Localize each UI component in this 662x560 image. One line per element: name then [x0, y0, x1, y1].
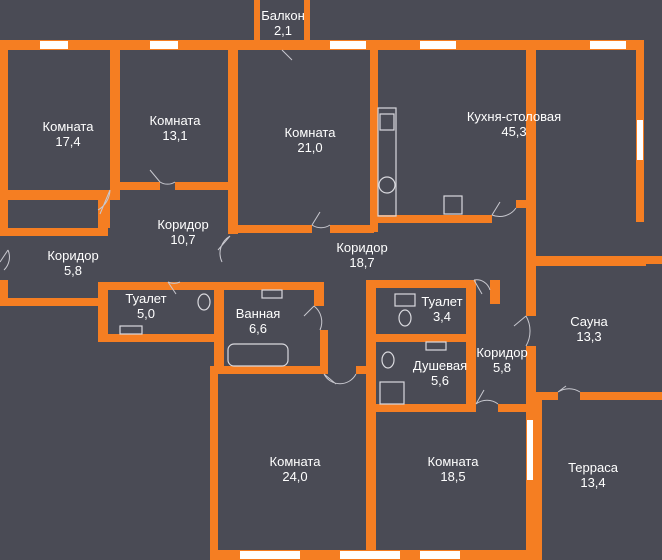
bathroom-sink-icon: [261, 289, 283, 299]
window-right-2: [527, 420, 533, 480]
oven-icon: [443, 195, 463, 215]
stove-icon: [378, 176, 396, 194]
door-bathroom: [303, 305, 323, 331]
door-corridor-d: [323, 373, 357, 385]
shower-sink-icon: [425, 341, 447, 351]
kitchen-sink-icon: [379, 113, 395, 131]
window-top-3: [330, 41, 366, 49]
window-bottom-2: [340, 551, 400, 559]
door-toilet-b: [473, 279, 491, 295]
window-top-2: [150, 41, 178, 49]
toilet-a-bowl-icon: [197, 293, 211, 311]
window-top-4: [420, 41, 456, 49]
shower-toilet-icon: [381, 351, 395, 369]
fixtures: [119, 107, 463, 405]
toilet-b-bowl-icon: [398, 309, 412, 327]
window-top-1: [40, 41, 68, 49]
toilet-b-sink-icon: [394, 293, 416, 307]
door-room-b: [149, 169, 176, 185]
door-kitchen: [491, 201, 517, 217]
door-terrace: [557, 385, 581, 393]
door-balcony: [281, 49, 293, 61]
bathtub-icon: [227, 343, 289, 367]
windows: [40, 41, 643, 559]
door-corridor-b: [0, 249, 10, 271]
doors: [0, 49, 581, 405]
door-room-c: [311, 211, 331, 229]
window-top-5: [590, 41, 626, 49]
window-bottom-3: [420, 551, 460, 559]
shower-tray-icon: [379, 381, 405, 405]
door-room-a: [97, 189, 111, 215]
window-right-1: [637, 120, 643, 160]
window-bottom-1: [240, 551, 300, 559]
door-sauna: [513, 315, 531, 347]
kitchen-counter-icon: [377, 107, 397, 217]
door-shower: [475, 389, 499, 405]
door-corridor-c: [217, 235, 231, 263]
door-toilet-a: [167, 281, 181, 295]
toilet-a-sink-icon: [119, 325, 143, 335]
